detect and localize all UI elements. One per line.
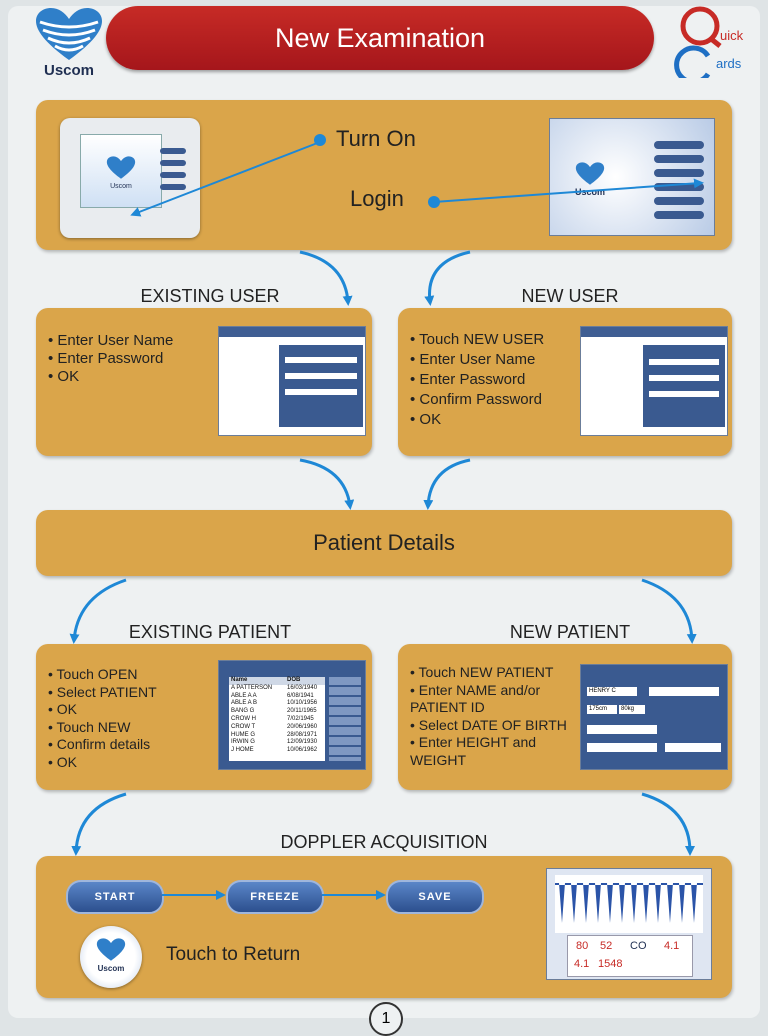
patient-list-header: Name DOB	[229, 677, 325, 685]
patient-details-bar: Patient Details	[36, 510, 732, 576]
doppler-waveform	[555, 875, 703, 933]
device-image: Uscom	[60, 118, 200, 238]
menu-button	[654, 141, 704, 149]
new-patient-heading: NEW PATIENT	[509, 622, 631, 642]
existing-user-heading: EXISTING USER	[140, 286, 280, 306]
new-user-heading: NEW USER	[521, 286, 619, 306]
menu-button	[654, 155, 704, 163]
doppler-heading: DOPPLER ACQUISITION	[280, 832, 488, 852]
save-button[interactable]: SAVE	[386, 880, 484, 914]
login-label: Login	[350, 186, 404, 211]
page-title: New Examination	[106, 6, 654, 70]
device-button	[160, 184, 186, 190]
existing-patient-heading: EXISTING PATIENT	[128, 622, 292, 642]
user-login-screen	[218, 326, 366, 436]
menu-button	[654, 183, 704, 191]
start-button[interactable]: START	[66, 880, 164, 914]
device-button	[160, 172, 186, 178]
device-screen: Uscom	[80, 134, 162, 208]
existing-patient-steps: Touch OPEN Select PATIENT OK Touch NEW C…	[48, 666, 157, 771]
doppler-readout: 80 52 4.1 1548 CO 4.1	[567, 935, 693, 977]
quick-cards-icon	[674, 6, 722, 78]
keypad	[329, 677, 361, 761]
existing-user-steps: Enter User Name Enter Password OK	[48, 332, 173, 386]
doppler-screen: 80 52 4.1 1548 CO 4.1	[546, 868, 712, 980]
turn-on-label: Turn On	[336, 126, 416, 151]
welcome-screen: Uscom	[549, 118, 715, 236]
menu-button	[654, 197, 704, 205]
device-button	[160, 148, 186, 154]
new-patient-steps: Touch NEW PATIENT Enter NAME and/or PATI…	[410, 664, 570, 769]
freeze-button[interactable]: FREEZE	[226, 880, 324, 914]
heart-logo-icon	[106, 156, 136, 179]
quick-cards-logo: uick ards	[664, 6, 760, 78]
return-button[interactable]: Uscom	[80, 926, 142, 988]
menu-button	[654, 169, 704, 177]
page-number: 1	[369, 1002, 403, 1036]
heart-logo-icon	[575, 162, 605, 185]
heart-logo-icon	[96, 938, 126, 961]
brand-name: Uscom	[43, 62, 95, 79]
uscom-logo: Uscom	[34, 8, 104, 82]
patient-details-screen: HENRY C 175cm 80kg	[580, 664, 728, 770]
new-user-steps: Touch NEW USER Enter User Name Enter Pas…	[410, 330, 544, 430]
new-user-screen	[580, 326, 728, 436]
device-button	[160, 160, 186, 166]
return-label: Touch to Return	[166, 944, 301, 965]
menu-button	[654, 211, 704, 219]
heart-logo-icon	[36, 8, 102, 60]
